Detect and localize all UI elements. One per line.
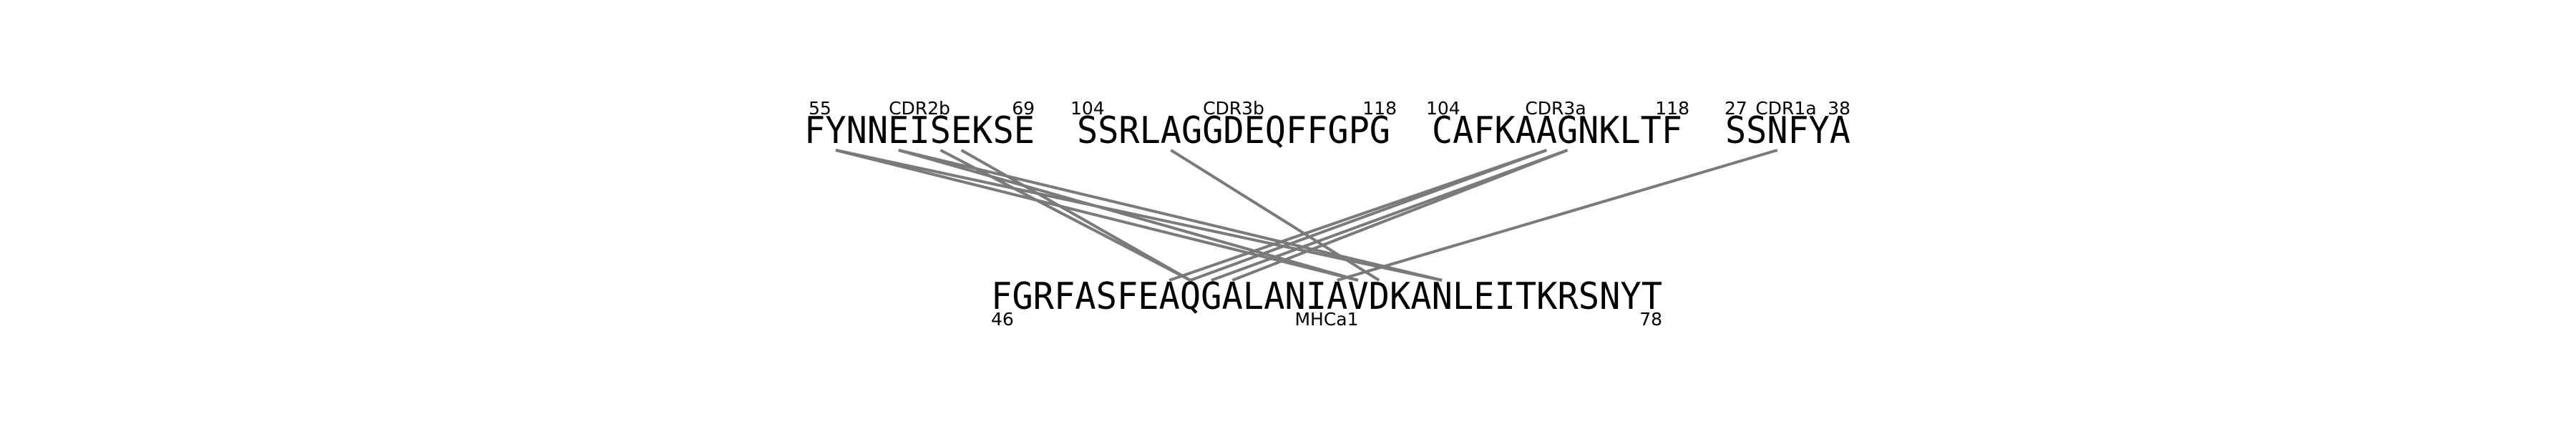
contact-line: [898, 149, 1359, 282]
cdr3a-end: 118: [1655, 98, 1689, 119]
mhca1-label: MHCa1: [1294, 309, 1358, 330]
cdr1a-start: 27: [1724, 98, 1747, 119]
cdr3b-label: CDR3b: [1203, 98, 1264, 119]
contact-line: [1337, 149, 1778, 282]
contact-line: [960, 149, 1191, 282]
cdr3b-start: 104: [1070, 98, 1105, 119]
segment-mhca1: FGRFASFEAQGALANIAVDKANLEITKRSNYT 46 MHCa…: [991, 275, 1662, 330]
segment-cdr1a: 27 CDR1a 38 SSNFYA: [1724, 98, 1850, 152]
cdr2b-start: 55: [809, 98, 831, 119]
contact-line: [1189, 149, 1548, 282]
contact-line: [898, 149, 1443, 282]
segment-cdr3b: 104 CDR3b 118 SSRLAGGDEQFFGPG: [1070, 98, 1397, 152]
cdr1a-label: CDR1a: [1755, 98, 1816, 119]
mhca1-end: 78: [1639, 309, 1662, 330]
cdr2b-end: 69: [1012, 98, 1035, 119]
cdr2b-sequence: FYNNEISEKSE: [804, 109, 1035, 152]
cdr1a-sequence: SSNFYA: [1725, 109, 1850, 152]
cdr3b-end: 118: [1362, 98, 1397, 119]
cdr3a-sequence: CAFKAAGNKLTF: [1432, 109, 1682, 152]
segment-cdr2b: 55 CDR2b 69 FYNNEISEKSE: [804, 98, 1035, 152]
contact-line: [940, 149, 1191, 282]
mhca1-start: 46: [991, 309, 1014, 330]
contact-line: [835, 149, 1443, 282]
cdr3b-sequence: SSRLAGGDEQFFGPG: [1077, 109, 1390, 152]
segment-cdr3a: 104 CDR3a 118 CAFKAAGNKLTF: [1426, 98, 1689, 152]
cdr3a-start: 104: [1426, 98, 1460, 119]
cdr3a-label: CDR3a: [1525, 98, 1586, 119]
contact-line: [1231, 149, 1568, 282]
mhca1-sequence: FGRFASFEAQGALANIAVDKANLEITKRSNYT: [991, 275, 1662, 318]
cdr1a-end: 38: [1828, 98, 1850, 119]
contact-lines: [835, 149, 1778, 282]
cdr2b-label: CDR2b: [889, 98, 950, 119]
contact-line: [1170, 149, 1380, 282]
